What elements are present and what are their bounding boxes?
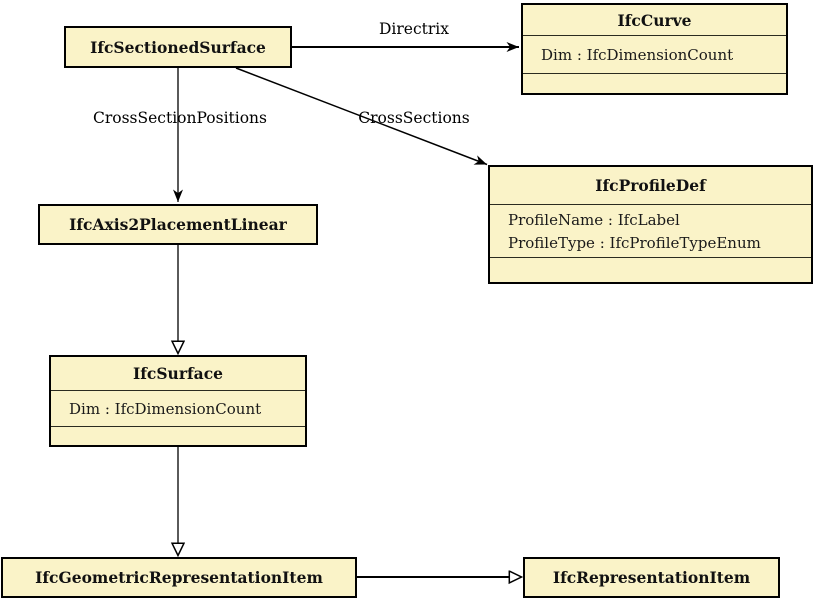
empty-compartment — [523, 73, 786, 93]
attribute-row: Dim : IfcDimensionCount — [69, 400, 262, 418]
class-title: IfcCurve — [617, 10, 692, 30]
edge-label-directrix: Directrix — [379, 20, 449, 38]
attributes-compartment: ProfileName : IfcLabel ProfileType : Ifc… — [490, 204, 811, 257]
empty-compartment — [490, 257, 811, 282]
attributes-compartment: Dim : IfcDimensionCount — [51, 390, 305, 426]
attribute-row: ProfileType : IfcProfileTypeEnum — [508, 234, 761, 252]
class-node-ifcgeometricrepresentationitem[interactable]: IfcGeometricRepresentationItem — [1, 557, 357, 598]
attribute-row: Dim : IfcDimensionCount — [541, 46, 734, 64]
class-title: IfcRepresentationItem — [552, 568, 751, 587]
edge-label-cross-sections: CrossSections — [358, 109, 470, 127]
class-node-ifcaxis2placementlinear[interactable]: IfcAxis2PlacementLinear — [38, 204, 318, 245]
empty-compartment — [51, 426, 305, 445]
class-title: IfcSurface — [133, 364, 223, 383]
attribute-row: ProfileName : IfcLabel — [508, 211, 680, 229]
attributes-compartment: Dim : IfcDimensionCount — [523, 35, 786, 73]
class-node-ifcsectionedsurface[interactable]: IfcSectionedSurface — [64, 26, 292, 68]
class-title: IfcAxis2PlacementLinear — [69, 215, 287, 234]
class-node-ifccurve[interactable]: IfcCurve Dim : IfcDimensionCount — [521, 3, 788, 95]
class-title: IfcProfileDef — [595, 176, 706, 195]
class-node-ifcsurface[interactable]: IfcSurface Dim : IfcDimensionCount — [49, 355, 307, 447]
class-title: IfcGeometricRepresentationItem — [35, 568, 323, 587]
class-title: IfcSectionedSurface — [90, 37, 266, 57]
edge-label-cross-section-positions: CrossSectionPositions — [93, 109, 267, 127]
class-node-ifcprofiledef[interactable]: IfcProfileDef ProfileName : IfcLabel Pro… — [488, 165, 813, 284]
class-node-ifcrepresentationitem[interactable]: IfcRepresentationItem — [523, 557, 780, 598]
